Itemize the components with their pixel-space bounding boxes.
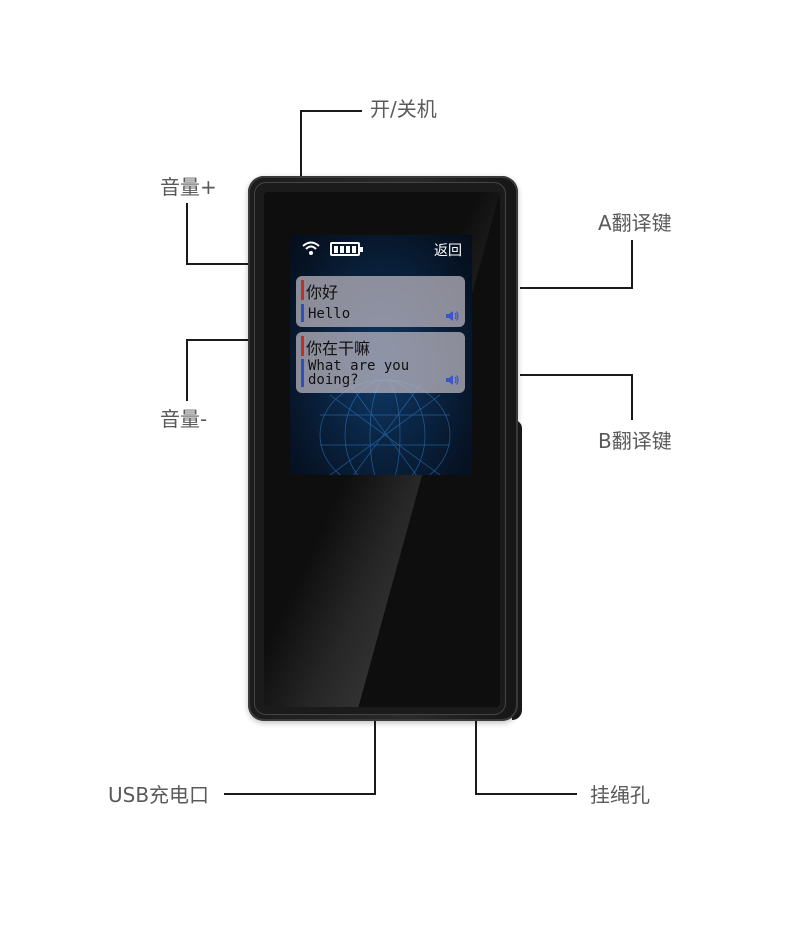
wifi-icon: [302, 241, 320, 255]
status-bar: 返回: [290, 235, 472, 263]
label-usb: USB充电口: [108, 783, 210, 807]
callout-line-power: [300, 110, 362, 112]
translation-marker: [301, 359, 304, 387]
callout-line-a-key: [631, 240, 633, 289]
translator-device: 返回 你好 Hello 你在干嘛 What are you doing?: [248, 176, 518, 721]
speaker-icon[interactable]: [445, 310, 459, 322]
back-button[interactable]: 返回: [434, 243, 462, 259]
translation-text-line1: What are you: [308, 358, 410, 374]
translation-bubble[interactable]: 你好 Hello: [296, 276, 465, 327]
label-a-key: A翻译键: [598, 211, 672, 235]
callout-line-a-key-h: [520, 287, 633, 289]
label-lanyard: 挂绳孔: [590, 783, 650, 807]
source-marker: [301, 336, 304, 356]
callout-line-volume-up-h: [186, 263, 250, 265]
translation-bubble[interactable]: 你在干嘛 What are you doing?: [296, 332, 465, 393]
source-text: 你在干嘛: [306, 339, 371, 358]
callout-line-usb: [374, 721, 376, 795]
callout-line-volume-down: [186, 339, 188, 401]
callout-line-power-v: [300, 110, 302, 176]
translation-text-line2: doing?: [308, 372, 359, 388]
label-b-key: B翻译键: [598, 429, 672, 453]
callout-line-volume-up: [186, 203, 188, 265]
callout-line-b-key-h: [520, 374, 633, 376]
label-volume-down: 音量-: [160, 407, 208, 431]
source-marker: [301, 280, 304, 300]
label-volume-up: 音量+: [160, 175, 217, 199]
speaker-icon[interactable]: [445, 374, 459, 386]
callout-line-usb-h: [224, 793, 376, 795]
callout-line-b-key: [631, 374, 633, 420]
callout-line-lanyard: [475, 721, 477, 795]
translation-marker: [301, 304, 304, 322]
callout-line-volume-down-h: [186, 339, 250, 341]
translation-text: Hello: [308, 306, 351, 322]
source-text: 你好: [306, 283, 339, 302]
label-power: 开/关机: [370, 97, 437, 121]
callout-line-lanyard-h: [475, 793, 577, 795]
battery-icon: [330, 242, 363, 256]
device-screen: 返回 你好 Hello 你在干嘛 What are you doing?: [290, 235, 472, 475]
